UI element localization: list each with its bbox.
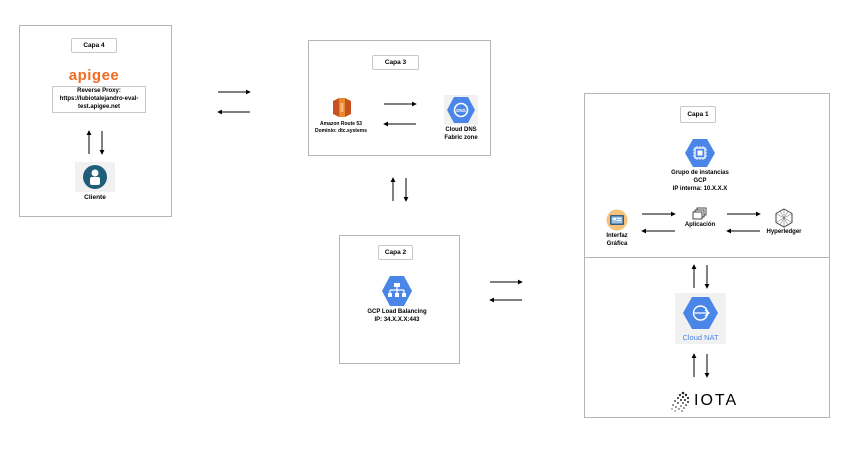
application-label: Aplicación — [684, 222, 716, 228]
route53-icon — [331, 95, 353, 120]
layer-3-title: Capa 3 — [372, 55, 419, 70]
application-icon — [692, 207, 708, 221]
hyperledger-label: Hyperledger — [766, 229, 802, 235]
load-balancing-icon — [380, 275, 414, 307]
load-balancing-label: GCP Load Balancing IP: 34.X.X.X:443 — [367, 309, 427, 323]
hyperledger-icon — [774, 208, 794, 228]
cloud-dns-label: Cloud DNS Fabric zone — [444, 127, 478, 141]
apigee-logo: apigee — [68, 67, 120, 84]
instance-group-label: Grupo de instancias GCP IP interna: 10.X… — [671, 170, 729, 192]
route53-label: Amazon Route 53 Dominio: dtc.systems — [315, 121, 367, 134]
iota-logo: IOTA — [694, 392, 739, 409]
gui-label: Interfaz Gráfica — [606, 233, 628, 247]
cloud-nat-label: Cloud NAT — [682, 333, 719, 342]
reverse-proxy-label: Reverse Proxy: https://lubiotalejandro-e… — [59, 88, 139, 110]
reverse-proxy-box — [52, 86, 146, 113]
cloud-nat-icon — [675, 293, 726, 344]
instance-group-icon — [684, 138, 716, 168]
layer-1-title: Capa 1 — [680, 106, 716, 123]
layer-1-divider — [584, 257, 830, 258]
svg-text:DNS: DNS — [456, 108, 466, 113]
layer-2-title: Capa 2 — [378, 245, 413, 260]
iota-logo-mark — [668, 390, 692, 414]
gui-icon — [606, 209, 628, 231]
client-icon — [75, 162, 115, 192]
cloud-dns-icon: DNS — [444, 95, 478, 125]
client-label: Cliente — [84, 194, 106, 201]
layer-4-title: Capa 4 — [71, 38, 117, 53]
